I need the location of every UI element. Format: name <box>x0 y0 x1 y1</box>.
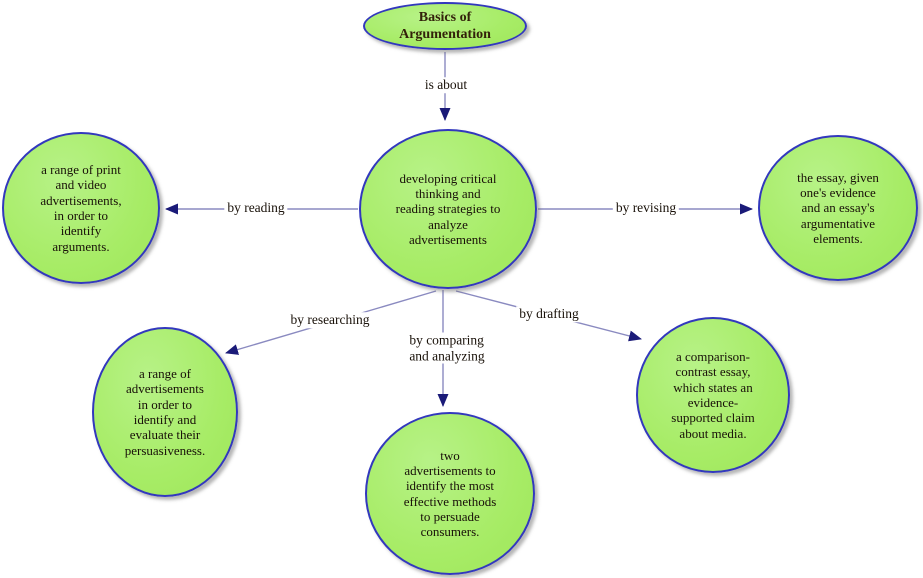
node-revising-target[interactable]: the essay, given one's evidence and an e… <box>758 135 918 281</box>
node-central-topic[interactable]: developing critical thinking and reading… <box>359 129 537 289</box>
node-reading-target[interactable]: a range of print and video advertisement… <box>2 132 160 284</box>
link-label-by-revising[interactable]: by revising <box>612 200 680 216</box>
node-comparing-target[interactable]: two advertisements to identify the most … <box>365 412 535 575</box>
link-label-by-reading[interactable]: by reading <box>224 200 288 216</box>
node-drafting-target[interactable]: a comparison- contrast essay, which stat… <box>636 317 790 473</box>
node-basics-of-argumentation[interactable]: Basics of Argumentation <box>363 2 527 50</box>
link-label-by-comparing-and-analyzing[interactable]: by comparing and analyzing <box>406 332 488 364</box>
link-label-by-drafting[interactable]: by drafting <box>516 306 582 322</box>
link-label-is-about[interactable]: is about <box>421 77 471 93</box>
node-researching-target[interactable]: a range of advertisements in order to id… <box>92 327 238 497</box>
link-label-by-researching[interactable]: by researching <box>287 312 373 328</box>
